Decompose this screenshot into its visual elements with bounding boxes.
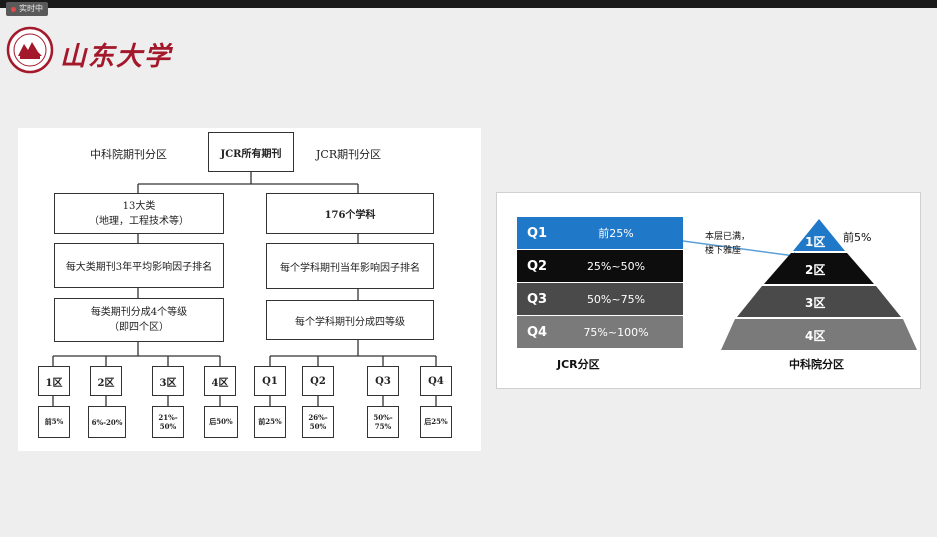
pyramid-level-4-label: 4区 <box>805 329 826 343</box>
jcr-row-q3-range: 50%~75% <box>586 292 646 306</box>
jcr-q1-range: 前25% <box>254 406 286 438</box>
cas-split-box: 每类期刊分成4个等级 （即四个区） <box>54 298 224 342</box>
partition-hierarchy-diagram: 中科院期刊分区 JCR所有期刊 JCR期刊分区 13大类 （地理，工程技术等） … <box>18 128 481 451</box>
university-name: 山东大学 <box>60 42 173 72</box>
pyramid-level-1 <box>793 219 845 251</box>
university-seal-icon <box>6 26 54 74</box>
cas-zone-1: 1区 <box>38 366 70 396</box>
cas-zone-2-range: 6%-20% <box>88 406 126 438</box>
jcr-vs-cas-comparison: Q1 前25% Q2 25%~50% Q3 50%~75% Q4 75%~100… <box>496 192 921 389</box>
cas-zone-4: 4区 <box>204 366 236 396</box>
jcr-176-subjects-box: 176个学科 <box>266 193 434 234</box>
presenter-badge[interactable]: 实时中 <box>6 2 48 16</box>
jcr-all-journals-box: JCR所有期刊 <box>208 132 294 172</box>
jcr-row-q1-label: Q1 <box>527 225 548 241</box>
jcr-row-q2-label: Q2 <box>527 258 548 274</box>
cas-zone-3: 3区 <box>152 366 184 396</box>
jcr-partition-label: JCR期刊分区 <box>316 148 382 161</box>
jcr-caption: JCR分区 <box>557 358 600 371</box>
jcr-row-q1: Q1 前25% <box>517 217 683 249</box>
jcr-row-q1-range: 前25% <box>598 227 634 240</box>
cas-ranking-box: 每大类期刊3年平均影响因子排名 <box>54 243 224 288</box>
jcr-row-q4: Q4 75%~100% <box>517 316 683 348</box>
pyramid-level-2 <box>764 253 874 284</box>
jcr-ranking-box: 每个学科期刊当年影响因子排名 <box>266 243 434 289</box>
pyramid-level-1-label: 1区 <box>805 235 826 249</box>
cas-zone-4-range: 后50% <box>204 406 238 438</box>
jcr-row-q2: Q2 25%~50% <box>517 250 683 282</box>
jcr-row-q2-range: 25%~50% <box>586 259 646 273</box>
cas-zone-2: 2区 <box>90 366 122 396</box>
shared-screen: 山东大学 <box>0 8 937 537</box>
jcr-row-q3-label: Q3 <box>527 291 548 307</box>
jcr-row-q4-range: 75%~100% <box>583 325 649 339</box>
recording-dot-icon <box>11 6 16 12</box>
cas-caption: 中科院分区 <box>789 358 844 371</box>
hierarchy-connectors <box>52 172 437 406</box>
presenter-name: 实时中 <box>19 4 43 13</box>
jcr-q3-range: 50%- 75% <box>367 406 399 438</box>
jcr-zone-q1: Q1 <box>254 366 286 396</box>
pyramid-level-3-label: 3区 <box>805 296 826 310</box>
cas-partition-label: 中科院期刊分区 <box>90 148 167 161</box>
top-bar <box>0 0 937 8</box>
pyramid-top-note: 前5% <box>843 231 872 244</box>
jcr-split-box: 每个学科期刊分成四等级 <box>266 300 434 340</box>
jcr-zone-q4: Q4 <box>420 366 452 396</box>
jcr-q2-range: 26%- 50% <box>302 406 334 438</box>
pyramid-level-2-label: 2区 <box>805 263 826 277</box>
cas-zone-3-range: 21%- 50% <box>152 406 184 438</box>
cas-pyramid <box>721 219 917 350</box>
pyramid-level-4 <box>721 319 917 350</box>
jcr-q4-range: 后25% <box>420 406 452 438</box>
cas-13-categories-box: 13大类 （地理，工程技术等） <box>54 193 224 234</box>
jcr-row-q3: Q3 50%~75% <box>517 283 683 315</box>
annotation-note: 本层已满， 楼下雅座 <box>705 232 751 256</box>
jcr-zone-q2: Q2 <box>302 366 334 396</box>
pyramid-level-3 <box>737 286 901 317</box>
jcr-zone-q3: Q3 <box>367 366 399 396</box>
jcr-row-q4-label: Q4 <box>527 324 548 340</box>
cas-zone-1-range: 前5% <box>38 406 70 438</box>
